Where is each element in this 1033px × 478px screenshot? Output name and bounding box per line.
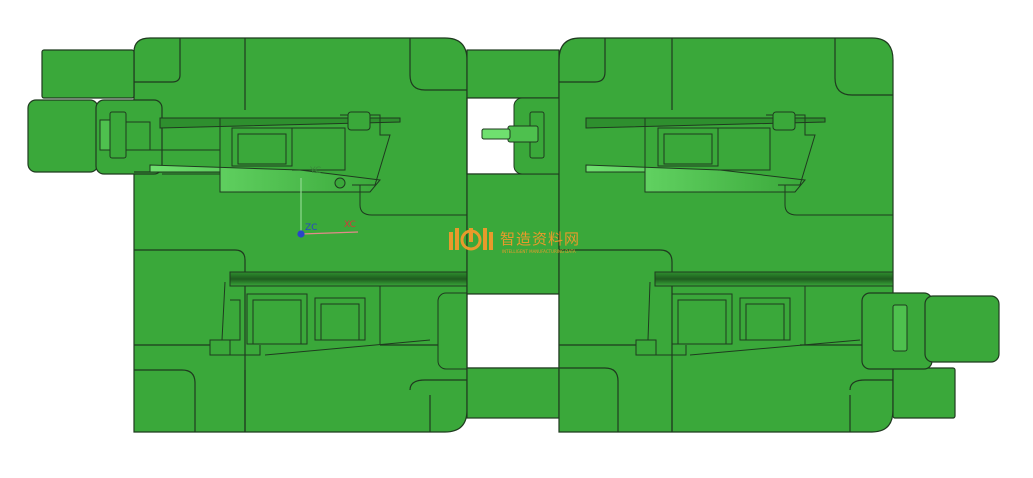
watermark-subtitle: INTELLIGENT MANUFACTURING DATA xyxy=(502,249,576,254)
left-mold-plate xyxy=(27,37,468,433)
triad-zc-label: ZC xyxy=(305,223,318,233)
left-lower-cavity xyxy=(209,271,468,356)
watermark: 智造资料网 INTELLIGENT MANUFACTURING DATA xyxy=(445,224,595,258)
left-top-slide xyxy=(99,111,151,159)
wcs-triad xyxy=(297,178,359,238)
triad-xc-label: XC xyxy=(344,220,356,230)
watermark-logo-icon xyxy=(449,228,493,251)
triad-yc-label: YC xyxy=(310,166,322,176)
right-mold-plate xyxy=(558,37,1000,433)
right-lower-cavity xyxy=(635,271,908,356)
right-upper-cavity xyxy=(585,111,893,216)
watermark-title: 智造资料网 xyxy=(500,230,581,248)
left-upper-cavity xyxy=(120,111,467,216)
